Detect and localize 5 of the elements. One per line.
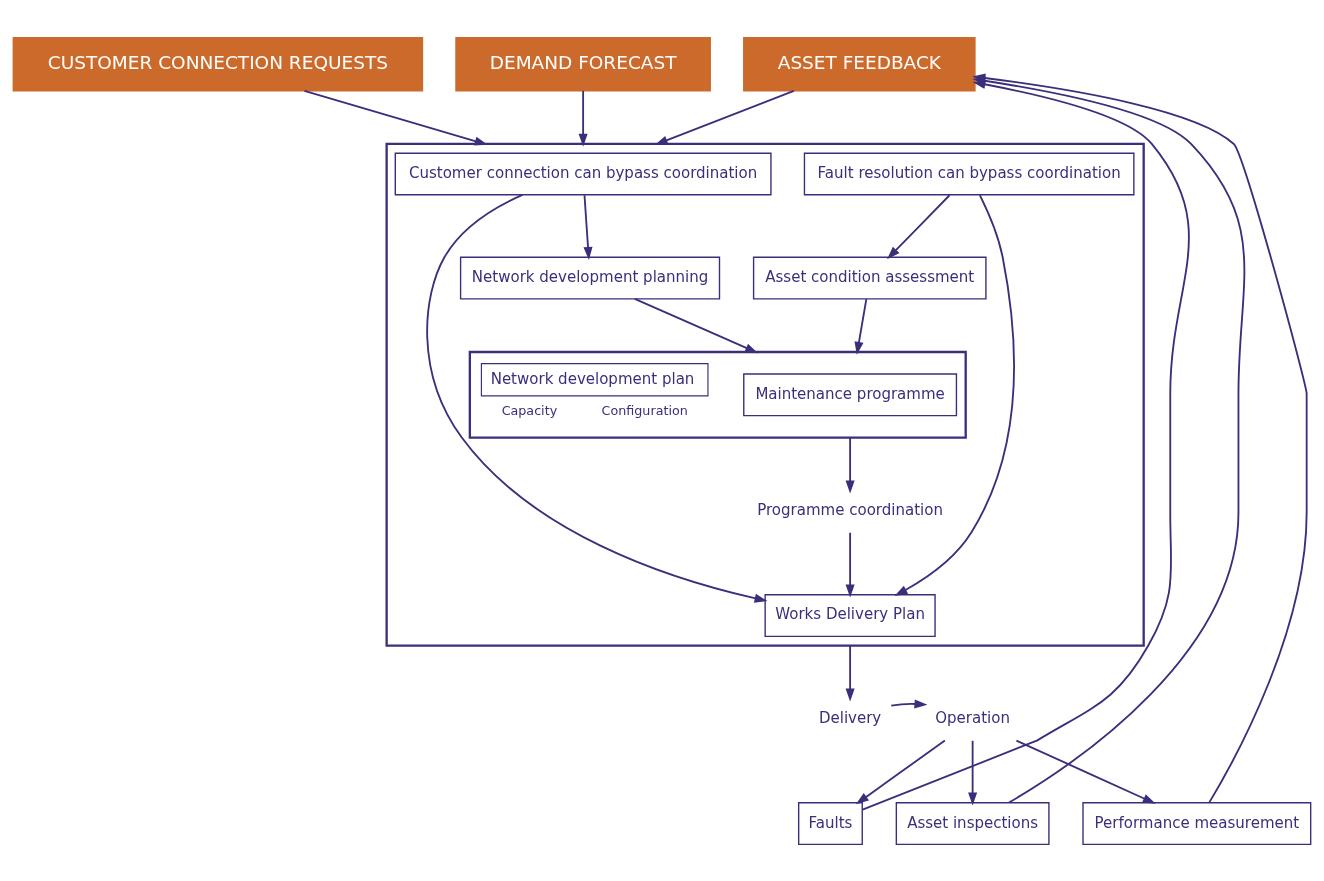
node-label: Configuration: [601, 402, 688, 418]
node-text: Delivery: [818, 708, 882, 727]
node-text: Programme coordination: [757, 500, 943, 519]
node-label: Capacity: [501, 402, 558, 418]
node-text: Operation: [935, 708, 1010, 727]
